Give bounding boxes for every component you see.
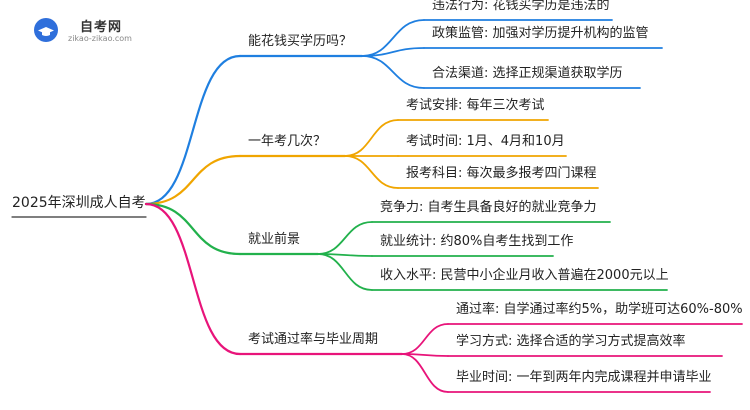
- leaf-topic: 考试时间: 1月、4月和10月: [406, 134, 565, 149]
- branch-topic: 一年考几次？: [248, 134, 327, 149]
- leaf-topic: 就业统计: 约80%自考生找到工作: [380, 234, 574, 249]
- branch-topic: 能花钱买学历吗？: [248, 34, 353, 49]
- leaf-topic: 考试安排: 每年三次考试: [406, 98, 545, 113]
- branch-connector: [144, 202, 242, 256]
- leaf-topic: 合法渠道: 选择正规渠道获取学历: [432, 66, 623, 81]
- leaf-topic: 政策监管: 加强对学历提升机构的监管: [432, 26, 649, 41]
- logo-subtitle: zikao-zikao.com: [68, 34, 132, 43]
- leaf-topic: 通过率: 自学通过率约5%，助学班可达60%-80%: [456, 302, 743, 317]
- leaf-connector: [361, 47, 425, 57]
- leaf-connector: [361, 55, 425, 89]
- leaf-topic: 收入水平: 民营中小企业月收入普遍在2000元以上: [380, 268, 669, 283]
- leaf-connector: [344, 155, 399, 189]
- leaf-topic: 毕业时间: 一年到两年内完成课程并申请毕业: [456, 370, 712, 385]
- branch-connector: [144, 54, 242, 206]
- site-logo: 自考网 zikao-zikao.com: [34, 14, 146, 48]
- branch-connector: [144, 202, 242, 356]
- branch-topic: 考试通过率与毕业周期: [248, 332, 379, 347]
- leaf-connector: [361, 19, 425, 57]
- branch-topic: 就业前景: [248, 232, 301, 247]
- leaf-connector: [401, 323, 449, 355]
- branch-connector: [144, 154, 242, 206]
- logo-title: 自考网: [80, 20, 123, 35]
- leaf-topic: 违法行为: 花钱买学历是违法的: [432, 0, 610, 13]
- leaf-connector: [344, 119, 399, 157]
- leaf-topic: 竞争力: 自考生具备良好的就业竞争力: [380, 200, 597, 215]
- graduation-cap-icon: [34, 18, 58, 42]
- leaf-topic: 报考科目: 每次最多报考四门课程: [406, 166, 597, 181]
- leaf-topic: 学习方式: 选择合适的学习方式提高效率: [456, 334, 686, 349]
- leaf-connector: [401, 353, 449, 393]
- root-topic: 2025年深圳成人自考: [12, 195, 146, 211]
- leaf-connector: [317, 221, 373, 255]
- leaf-connector: [317, 253, 373, 291]
